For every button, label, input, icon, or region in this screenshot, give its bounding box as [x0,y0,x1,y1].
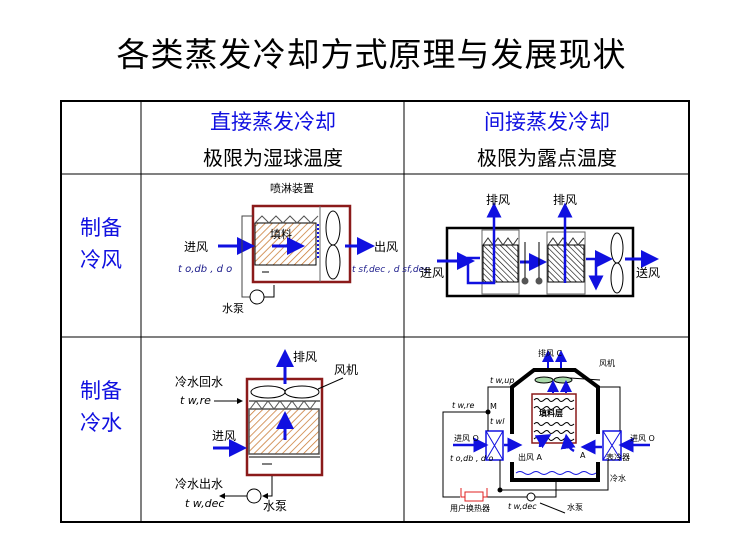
label-return: 冷水回水 [175,375,223,389]
label-outlet: 出风 [374,240,398,254]
label-supply: 冷水出水 [175,477,223,491]
label-exhaust: 排风 [293,350,317,364]
header-indirect: 间接蒸发冷却 极限为露点温度 [405,106,689,171]
label-exhaust-1: 排风 [486,193,510,207]
label-user-hx: 用户换热器 [450,503,490,513]
label-pump: 水泵 [222,302,244,315]
label-inlet-state: t o,db , d o [450,454,494,463]
header-indirect-limit: 极限为露点温度 [477,146,617,170]
row-label-water: 制备 冷水 [62,375,140,439]
label-inlet: 进风 [184,240,208,254]
label-t-re: t w,re [452,401,475,410]
label-pump: 水泵 [263,499,287,513]
label-exhaust-2: 排风 [553,193,577,207]
label-fill: 填料 [270,227,292,241]
slide-title: 各类蒸发冷却方式原理与发展现状 [116,35,627,74]
label-supply: 送风 [636,265,660,280]
label-inlet: 进风 [420,266,444,280]
label-cooler: 表冷器 [606,452,630,462]
label-return-temp: t w,re [180,394,211,407]
direct-water-diagram: 排风 风机 冷水回水 t w,re 进风 冷水出水 t w,dec 水泵 [175,349,358,513]
label-inlet-left: 进风 O [454,434,479,443]
label-fan: 风机 [334,363,358,377]
indirect-water-diagram: 排风 C 风机 t w,up t w,re M t wl 进风 O t o,db… [442,348,655,514]
row-label-air-2: 冷风 [80,248,122,272]
label-A: A [580,451,586,460]
label-outlet: 出风 A [518,452,543,462]
header-direct: 直接蒸发冷却 极限为湿球温度 [142,106,404,171]
label-M: M [490,402,497,411]
direct-air-diagram: 喷淋装置 填料 进风 t o,db , d o 出风 t sf,dec , d … [178,182,429,315]
header-indirect-name: 间接蒸发冷却 [484,110,610,134]
table-grid [60,100,690,523]
label-t-wl: t wl [490,417,505,426]
indirect-air-diagram: 排风 排风 进风 送风 [420,193,660,298]
row-label-water-2: 冷水 [80,411,122,435]
label-t-up: t w,up [490,376,514,385]
label-supply-temp: t w,dec [185,497,224,510]
label-outlet-state: t sf,dec , d sf,dec [352,265,429,275]
row-label-water-1: 制备 [80,379,122,403]
label-t-dec: t w,dec [508,502,537,511]
label-inlet-state: t o,db , d o [178,264,232,275]
row-label-air-1: 制备 [80,216,122,240]
label-exhaust: 排风 C [538,348,563,358]
label-spray: 喷淋装置 [270,182,314,195]
header-direct-limit: 极限为湿球温度 [203,146,343,170]
label-fill: 填料层 [539,408,563,418]
label-fan: 风机 [599,358,615,368]
label-inlet: 进风 [212,429,236,443]
row-label-air: 制备 冷风 [62,212,140,276]
label-inlet-right: 进风 O [630,434,655,443]
label-cold-water: 冷水 [610,473,626,483]
label-pump: 水泵 [567,502,583,512]
header-direct-name: 直接蒸发冷却 [210,110,336,134]
